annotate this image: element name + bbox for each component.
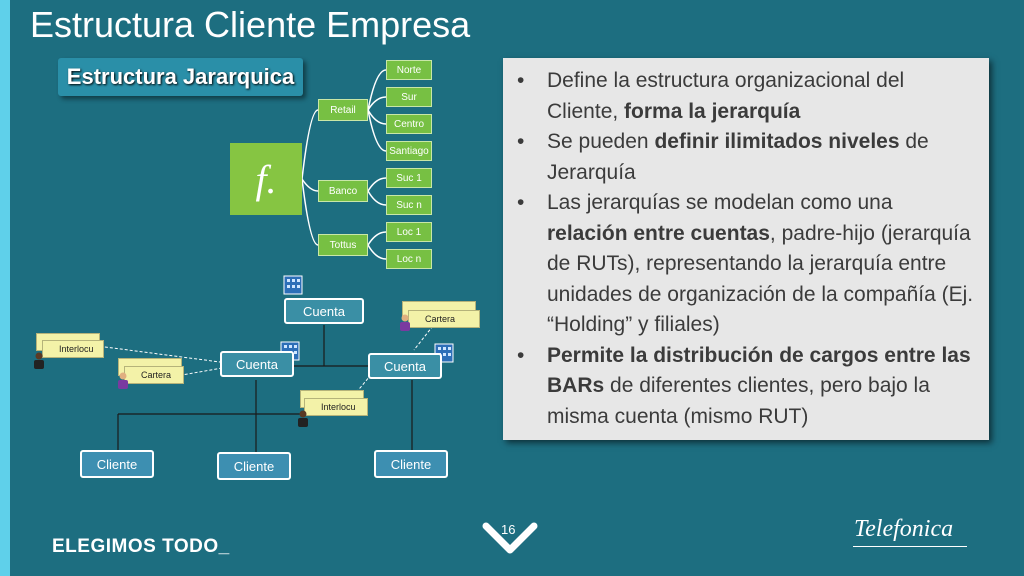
node-santiago: Santiago: [386, 141, 432, 161]
node-loc-n: Loc n: [386, 249, 432, 269]
node-banco: Banco: [318, 180, 368, 202]
bullet-text: de diferentes clientes, pero bajo la mis…: [547, 374, 930, 428]
slide-title: Estructura Cliente Empresa: [30, 4, 471, 45]
bullet-text: Se pueden: [547, 130, 655, 153]
card-cartera-1: Cartera: [124, 366, 184, 384]
cuenta-left: Cuenta: [220, 351, 294, 377]
chevron-down-icon[interactable]: [482, 520, 538, 556]
node-loc-1: Loc 1: [386, 222, 432, 242]
cuenta-top: Cuenta: [284, 298, 364, 324]
bullet-item: • Las jerarquías se modelan como una rela…: [513, 188, 975, 341]
bullet-text: Permite la distribución de cargos entre …: [547, 343, 971, 398]
card-interlocu-2: Interlocu: [304, 398, 368, 416]
bullet-dot: •: [517, 343, 525, 367]
accent-bar: [0, 0, 10, 576]
company-logo: f.: [230, 143, 302, 215]
brand-logo: Telefonica: [854, 516, 954, 542]
bullet-item: • Permite la distribución de cargos entre…: [513, 341, 975, 433]
person-icon: [298, 410, 308, 427]
bullet-dot: •: [517, 191, 525, 214]
bullet-list: • Define la estructura organizacional del…: [513, 66, 975, 432]
diagram-subtitle: Estructura Jararquica: [58, 58, 303, 96]
bullet-text: forma la jerarquía: [624, 99, 801, 123]
node-centro: Centro: [386, 114, 432, 134]
cuenta-right: Cuenta: [368, 353, 442, 379]
bullet-text: Las jerarquías se modelan como una: [547, 191, 893, 214]
cliente-1: Cliente: [80, 450, 154, 478]
node-norte: Norte: [386, 60, 432, 80]
bullet-text: , padre-hijo (jerarquía de RUTs), repres…: [547, 221, 974, 337]
node-sur: Sur: [386, 87, 432, 107]
logo-glyph: f.: [255, 156, 277, 202]
bullet-item: • Se pueden definir ilimitados niveles de…: [513, 127, 975, 188]
card-cartera-2: Cartera: [408, 310, 480, 328]
building-icon: [283, 275, 303, 295]
bullet-dot: •: [517, 69, 525, 92]
cliente-3: Cliente: [374, 450, 448, 478]
cliente-2: Cliente: [217, 452, 291, 480]
bullet-text: definir ilimitados niveles: [654, 130, 900, 153]
node-suc-n: Suc n: [386, 195, 432, 215]
node-retail: Retail: [318, 99, 368, 121]
person-icon: [118, 372, 128, 389]
person-icon: [34, 352, 44, 369]
card-interlocu-1: Interlocu: [42, 340, 104, 358]
bullet-item: • Define la estructura organizacional del…: [513, 66, 975, 127]
bullet-dot: •: [517, 130, 525, 153]
node-tottus: Tottus: [318, 234, 368, 256]
bullet-text: Define la estructura organizacional del …: [547, 69, 905, 123]
node-suc-1: Suc 1: [386, 168, 432, 188]
footer-slogan: ELEGIMOS TODO_: [52, 536, 230, 557]
page-number: 16: [501, 522, 516, 537]
bullet-text: relación entre cuentas: [547, 221, 770, 245]
bullet-text: de Jerarquía: [547, 130, 929, 184]
person-icon: [400, 314, 410, 331]
bullet-panel: • Define la estructura organizacional del…: [503, 58, 989, 440]
brand-underline: [853, 546, 967, 547]
